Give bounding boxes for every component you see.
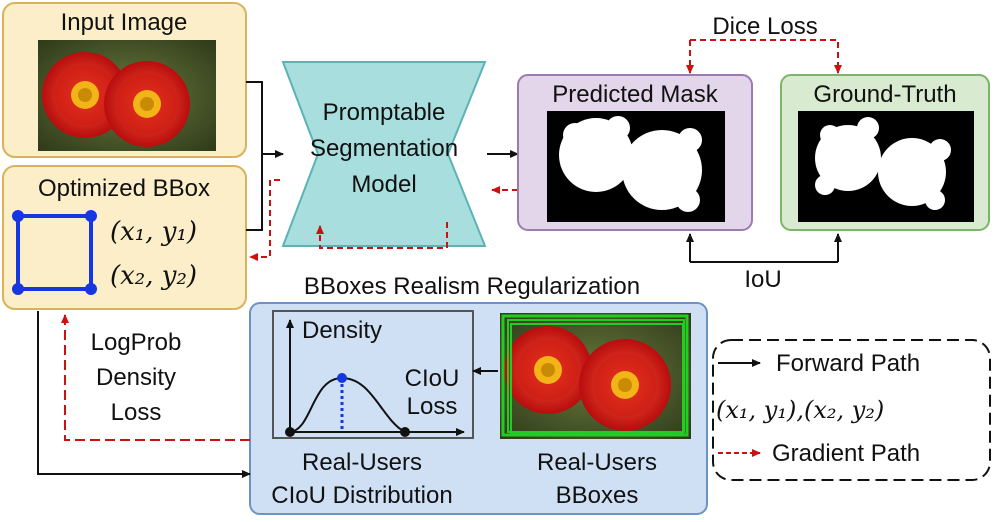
- predicted-mask-image: [547, 111, 725, 222]
- legend-frame: [712, 339, 991, 481]
- density-end-point: [400, 427, 410, 437]
- density-plot: Density CIoU Loss: [272, 310, 474, 439]
- iou-label: IoU: [744, 266, 781, 293]
- optimized-bbox-panel: [2, 165, 247, 310]
- bbox-to-realism-arrow: [37, 311, 251, 478]
- logprob-line1: LogProb: [91, 329, 182, 356]
- legend-coords: (x₁, y₁),(x₂, y₂): [716, 396, 884, 424]
- ground-truth-mask-image: [798, 111, 974, 222]
- model-label-line2: Segmentation: [310, 135, 458, 162]
- dice-loss-label: Dice Loss: [712, 13, 817, 40]
- bbox-coord-bottom-right: (x₂, y₂): [110, 261, 197, 291]
- density-axis-label: Density: [302, 317, 382, 344]
- flower-left: [42, 52, 128, 138]
- flower-right: [104, 61, 190, 147]
- model-to-bbox-gradient: [249, 179, 280, 261]
- input-image-box: Input Image: [2, 2, 247, 158]
- density-mode-point: [337, 373, 347, 383]
- legend-forward-label: Forward Path: [776, 350, 920, 377]
- density-start-point: [285, 427, 295, 437]
- model-hourglass-shape: [281, 61, 487, 247]
- realism-box: Density CIoU Loss Real-: [249, 302, 708, 515]
- optimized-bbox-box: Optimized BBox (x₁, y₁) (x₂, y₂): [2, 165, 247, 310]
- model-label-line3: Model: [351, 171, 416, 198]
- ciou-loss-line2: Loss: [407, 393, 458, 420]
- ciou-loss-line1: CIoU: [405, 365, 460, 392]
- input-connectors: [246, 81, 284, 231]
- predicted-mask-box: Predicted Mask: [517, 74, 753, 231]
- predicted-mask-title: Predicted Mask: [552, 81, 718, 108]
- input-image-title: Input Image: [61, 9, 188, 36]
- realism-to-bbox-gradient: [61, 314, 250, 441]
- input-flower-photo: [38, 40, 216, 151]
- model-label-line1: Promptable: [323, 99, 446, 126]
- optimized-bbox-title: Optimized BBox: [38, 175, 210, 202]
- logprob-line3: Loss: [111, 399, 162, 426]
- bboxes-caption-line1: Real-Users: [537, 449, 657, 476]
- logprob-line2: Density: [96, 364, 176, 391]
- dice-loss-connector: Dice Loss: [686, 13, 842, 74]
- bbox-coord-top-left: (x₁, y₁): [110, 217, 197, 247]
- logprob-density-loss-label: LogProb Density Loss: [91, 329, 182, 426]
- realism-title: BBoxes Realism Regularization: [304, 273, 640, 300]
- user-bbox-3: [510, 323, 684, 435]
- bbox-square-icon: [12, 210, 97, 295]
- segmentation-model: Promptable Segmentation Model: [281, 61, 487, 247]
- model-gradient-loop: [316, 222, 448, 249]
- legend-gradient-label: Gradient Path: [772, 440, 920, 467]
- ground-truth-box: Ground-Truth: [780, 74, 990, 231]
- ground-truth-title: Ground-Truth: [813, 81, 956, 108]
- real-users-bboxes-photo: [500, 313, 691, 439]
- distribution-caption-line2: CIoU Distribution: [271, 482, 452, 509]
- iou-connector: IoU: [686, 233, 842, 293]
- legend: Forward Path (x₁, y₁),(x₂, y₂) Gradient …: [712, 339, 991, 481]
- bboxes-caption-line2: BBoxes: [556, 482, 639, 509]
- distribution-caption-line1: Real-Users: [302, 449, 422, 476]
